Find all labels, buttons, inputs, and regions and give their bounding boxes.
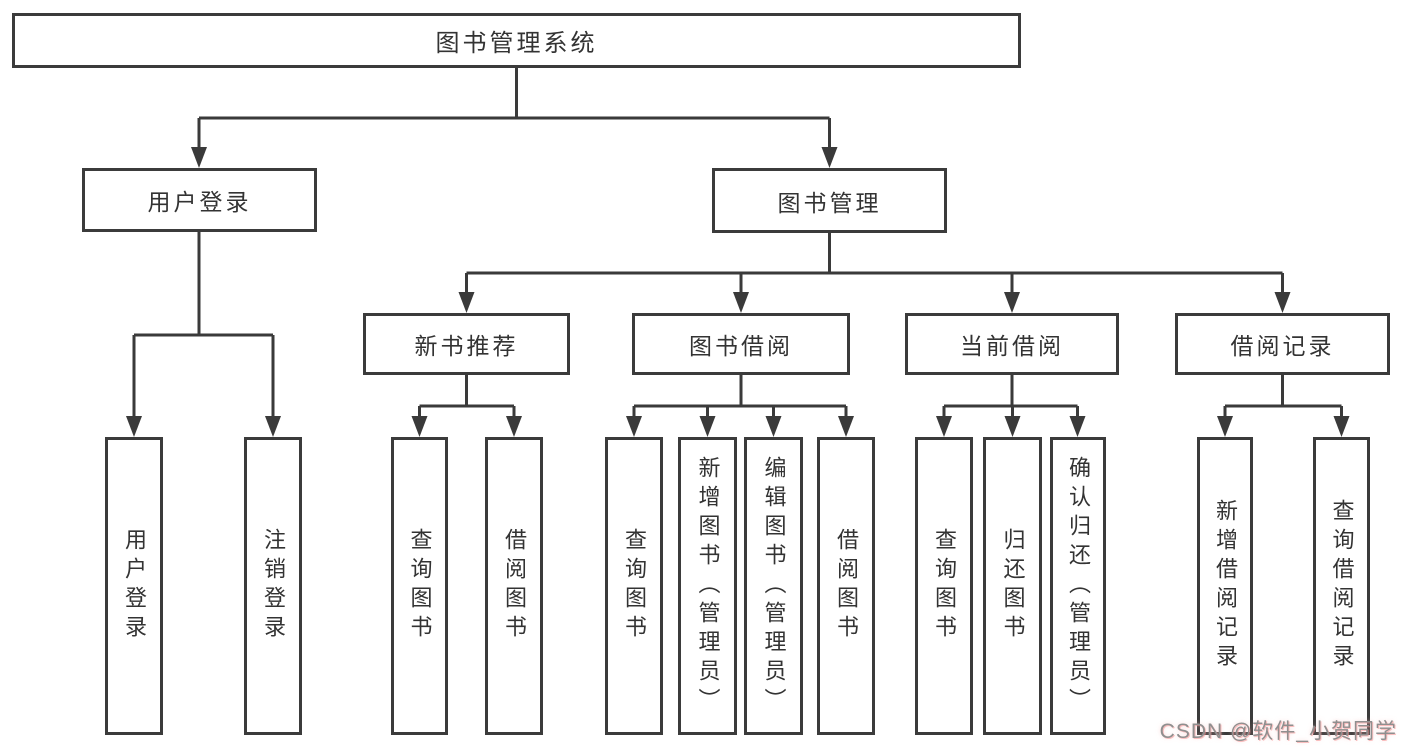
arrowhead-icon: [1004, 416, 1021, 437]
node-book-management: 图书管理: [712, 168, 947, 233]
node-library-management-system: 图书管理系统: [12, 13, 1021, 68]
leaf-add-borrow-record: 新增借阅记录: [1197, 437, 1253, 735]
node-borrowing-records: 借阅记录: [1175, 313, 1390, 375]
arrowhead-icon: [765, 416, 782, 437]
arrowhead-icon: [1069, 416, 1086, 437]
node-label: 借阅图书: [834, 528, 859, 644]
arrowhead-icon: [936, 416, 952, 437]
arrowhead-icon: [411, 416, 428, 437]
leaf-query-books-borrowing: 查询图书: [605, 437, 663, 735]
node-new-book-recommend: 新书推荐: [363, 313, 570, 375]
leaf-borrow-books-recommend: 借阅图书: [485, 437, 543, 735]
arrowhead-icon: [191, 147, 207, 168]
arrowhead-icon: [699, 416, 716, 437]
leaf-query-books-recommend: 查询图书: [391, 437, 448, 735]
arrowhead-icon: [506, 416, 522, 437]
leaf-add-books-admin: 新增图书（管理员）: [678, 437, 737, 735]
watermark: CSDN @软件_小贺同学: [1159, 720, 1397, 743]
node-label: 用户登录: [147, 189, 252, 215]
arrowhead-icon: [733, 292, 749, 313]
leaf-query-borrow-record: 查询借阅记录: [1313, 437, 1370, 735]
arrowhead-icon: [1217, 416, 1233, 437]
node-label: 新增借阅记录: [1213, 499, 1238, 673]
node-label: 查询图书: [622, 528, 647, 644]
leaf-query-books-current: 查询图书: [915, 437, 973, 735]
node-current-borrowing: 当前借阅: [905, 313, 1119, 375]
leaf-confirm-return-admin: 确认归还（管理员）: [1050, 437, 1106, 735]
leaf-edit-books-admin: 编辑图书（管理员）: [744, 437, 803, 735]
node-label: 借阅记录: [1230, 333, 1335, 359]
node-label: 编辑图书（管理员）: [761, 455, 787, 717]
arrowhead-icon: [126, 416, 142, 437]
node-label: 用户登录: [122, 528, 147, 644]
arrowhead-icon: [265, 416, 281, 437]
arrowhead-icon: [1274, 292, 1291, 313]
node-user-login: 用户登录: [82, 168, 317, 232]
leaf-borrow-books: 借阅图书: [817, 437, 875, 735]
node-label: 查询图书: [407, 528, 433, 644]
node-label: 查询借阅记录: [1329, 499, 1355, 673]
node-book-borrowing: 图书借阅: [632, 313, 850, 375]
node-label: 图书管理: [777, 189, 882, 216]
node-label: 新增图书（管理员）: [695, 455, 721, 717]
node-label: 当前借阅: [960, 333, 1064, 359]
arrowhead-icon: [821, 147, 838, 168]
node-label: 归还图书: [1000, 528, 1026, 644]
arrowhead-icon: [626, 416, 642, 437]
node-label: 图书借阅: [689, 333, 793, 359]
arrowhead-icon: [1004, 292, 1020, 313]
arrowhead-icon: [458, 292, 475, 313]
arrowhead-icon: [838, 416, 854, 437]
node-label: 图书管理系统: [435, 30, 598, 57]
node-label: 新书推荐: [414, 333, 519, 359]
leaf-user-login: 用户登录: [105, 437, 163, 735]
node-label: 确认归还（管理员）: [1066, 455, 1091, 717]
arrowhead-icon: [1333, 416, 1350, 437]
node-label: 注销登录: [261, 528, 286, 644]
leaf-return-books: 归还图书: [983, 437, 1042, 735]
leaf-logout: 注销登录: [244, 437, 302, 735]
node-label: 查询图书: [932, 528, 957, 644]
node-label: 借阅图书: [502, 528, 527, 644]
